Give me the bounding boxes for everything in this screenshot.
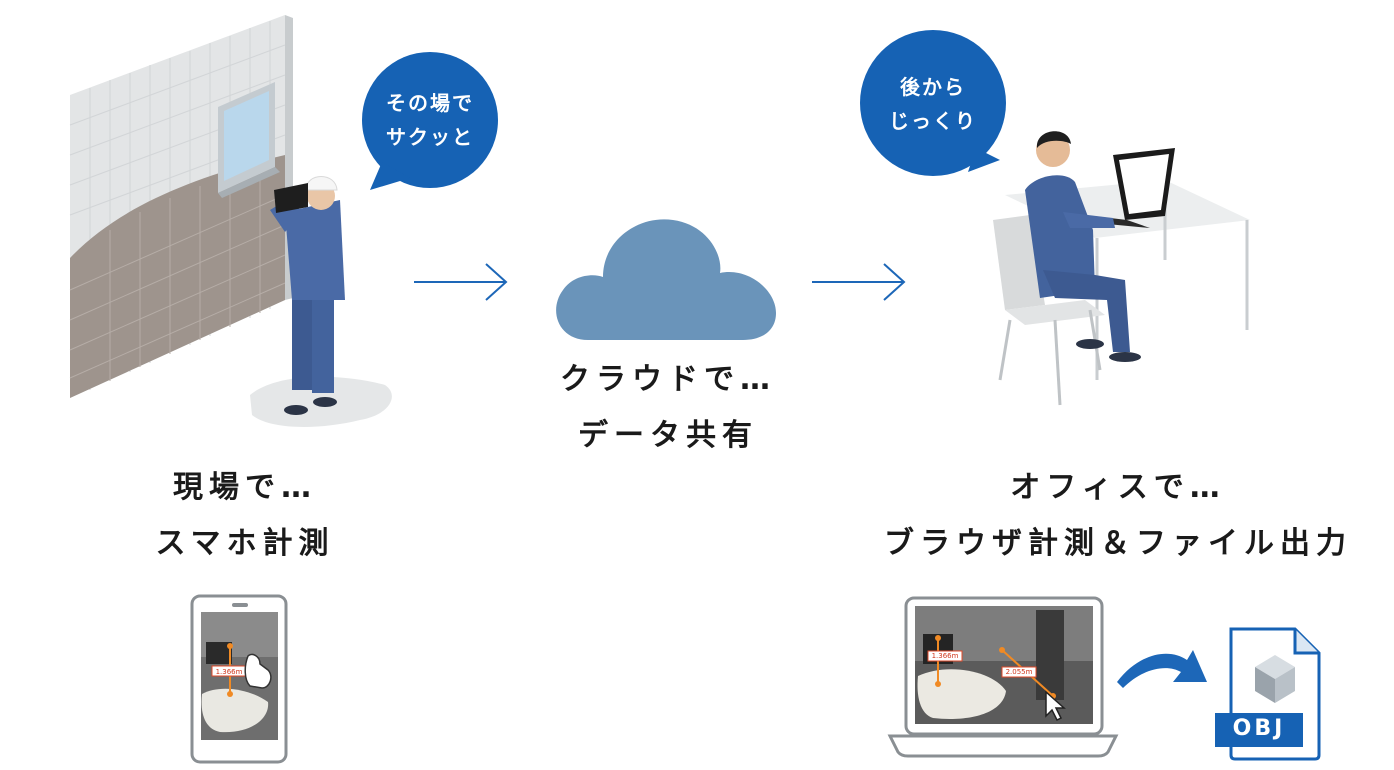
site-illustration [69,15,392,427]
speech-bubble-left [362,52,498,190]
office-illustration [993,131,1250,406]
cloud-caption: クラウドで… データ共有 [508,352,828,464]
phone-measurement-label: 1.366m [215,668,243,676]
bubble-left-text: その場で サクッと [370,86,490,154]
export-arrow [1117,650,1207,688]
obj-file-icon [1215,627,1321,761]
site-caption: 現場で… スマホ計測 [95,460,395,572]
bubble-left-line-2: サクッと [386,125,474,149]
laptop-measurement-label-1: 1.366m [931,652,959,660]
smartphone-icon [190,594,288,764]
speech-bubble-right [860,30,1006,176]
cloud-caption-line-2: データ共有 [578,418,758,453]
bubble-right-text: 後から じっくり [873,70,993,138]
bubble-left-line-1: その場で [386,91,474,115]
office-caption: オフィスで… ブラウザ計測＆ファイル出力 [858,460,1378,572]
laptop-icon [887,596,1119,758]
office-caption-line-2: ブラウザ計測＆ファイル出力 [884,526,1352,561]
site-caption-line-2: スマホ計測 [155,526,335,561]
flow-arrow-2 [812,263,906,301]
cloud-caption-line-1: クラウドで… [560,362,776,397]
bubble-right-line-2: じっくり [889,109,977,133]
office-caption-line-1: オフィスで… [1010,470,1226,505]
cloud-icon [556,219,776,340]
laptop-measurement-label-2: 2.055m [1005,668,1033,676]
bubble-right-line-1: 後から [900,75,966,99]
flow-arrow-1 [414,263,508,301]
obj-file-label: OBJ [1232,716,1286,741]
site-caption-line-1: 現場で… [173,470,317,505]
